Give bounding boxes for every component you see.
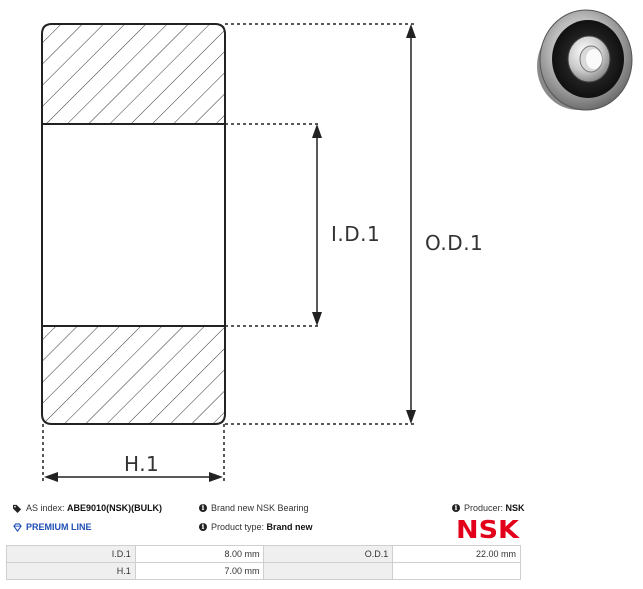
spec-key [263,562,394,580]
id-dimension-arrow [312,124,322,326]
table-row: I.D.1 8.00 mm O.D.1 22.00 mm [6,545,521,563]
premium-line-row: PREMIUM LINE [13,522,92,532]
condition-row: i Brand new NSK Bearing [199,503,309,513]
spec-key: O.D.1 [263,545,394,563]
product-type-label: Product type: [211,522,265,532]
info-icon: i [199,504,207,512]
table-row: H.1 7.00 mm [6,562,521,580]
spec-value: 7.00 mm [134,562,265,580]
as-index-label: AS index: [26,503,65,513]
bearing-outline [41,23,226,425]
spec-key: H.1 [6,562,136,580]
condition-text: Brand new NSK Bearing [211,503,309,513]
outer-ring-bottom-section [42,326,225,424]
as-index-value: ABE9010(NSK)(BULK) [67,503,163,513]
od-dimension-label: O.D.1 [425,231,484,255]
producer-row: i Producer: NSK [452,503,525,513]
product-type-value: Brand new [266,522,313,532]
outer-ring-top-section [42,24,225,123]
od-dimension-arrow [406,24,416,424]
info-icon: i [199,523,207,531]
spec-table: I.D.1 8.00 mm O.D.1 22.00 mm H.1 7.00 mm [6,545,521,580]
bearing-dimension-drawing [41,23,416,482]
h-dimension-arrow [44,472,223,482]
as-index-row: AS index: ABE9010(NSK)(BULK) [13,503,162,513]
tags-icon [13,504,22,513]
premium-line-label: PREMIUM LINE [26,522,92,532]
product-type-row: i Product type: Brand new [199,522,313,532]
id-dimension-label: I.D.1 [331,222,381,246]
producer-label: Producer: [464,503,504,513]
spec-value [392,562,521,580]
spec-value: 22.00 mm [392,545,521,563]
bearing-photo [537,9,633,111]
spec-value: 8.00 mm [134,545,265,563]
diamond-icon [13,522,22,532]
producer-value: NSK [505,503,525,513]
spec-key: I.D.1 [6,545,136,563]
info-icon: i [452,504,460,512]
h-dimension-label: H.1 [124,452,160,476]
nsk-brand-logo: NSK [456,515,519,544]
